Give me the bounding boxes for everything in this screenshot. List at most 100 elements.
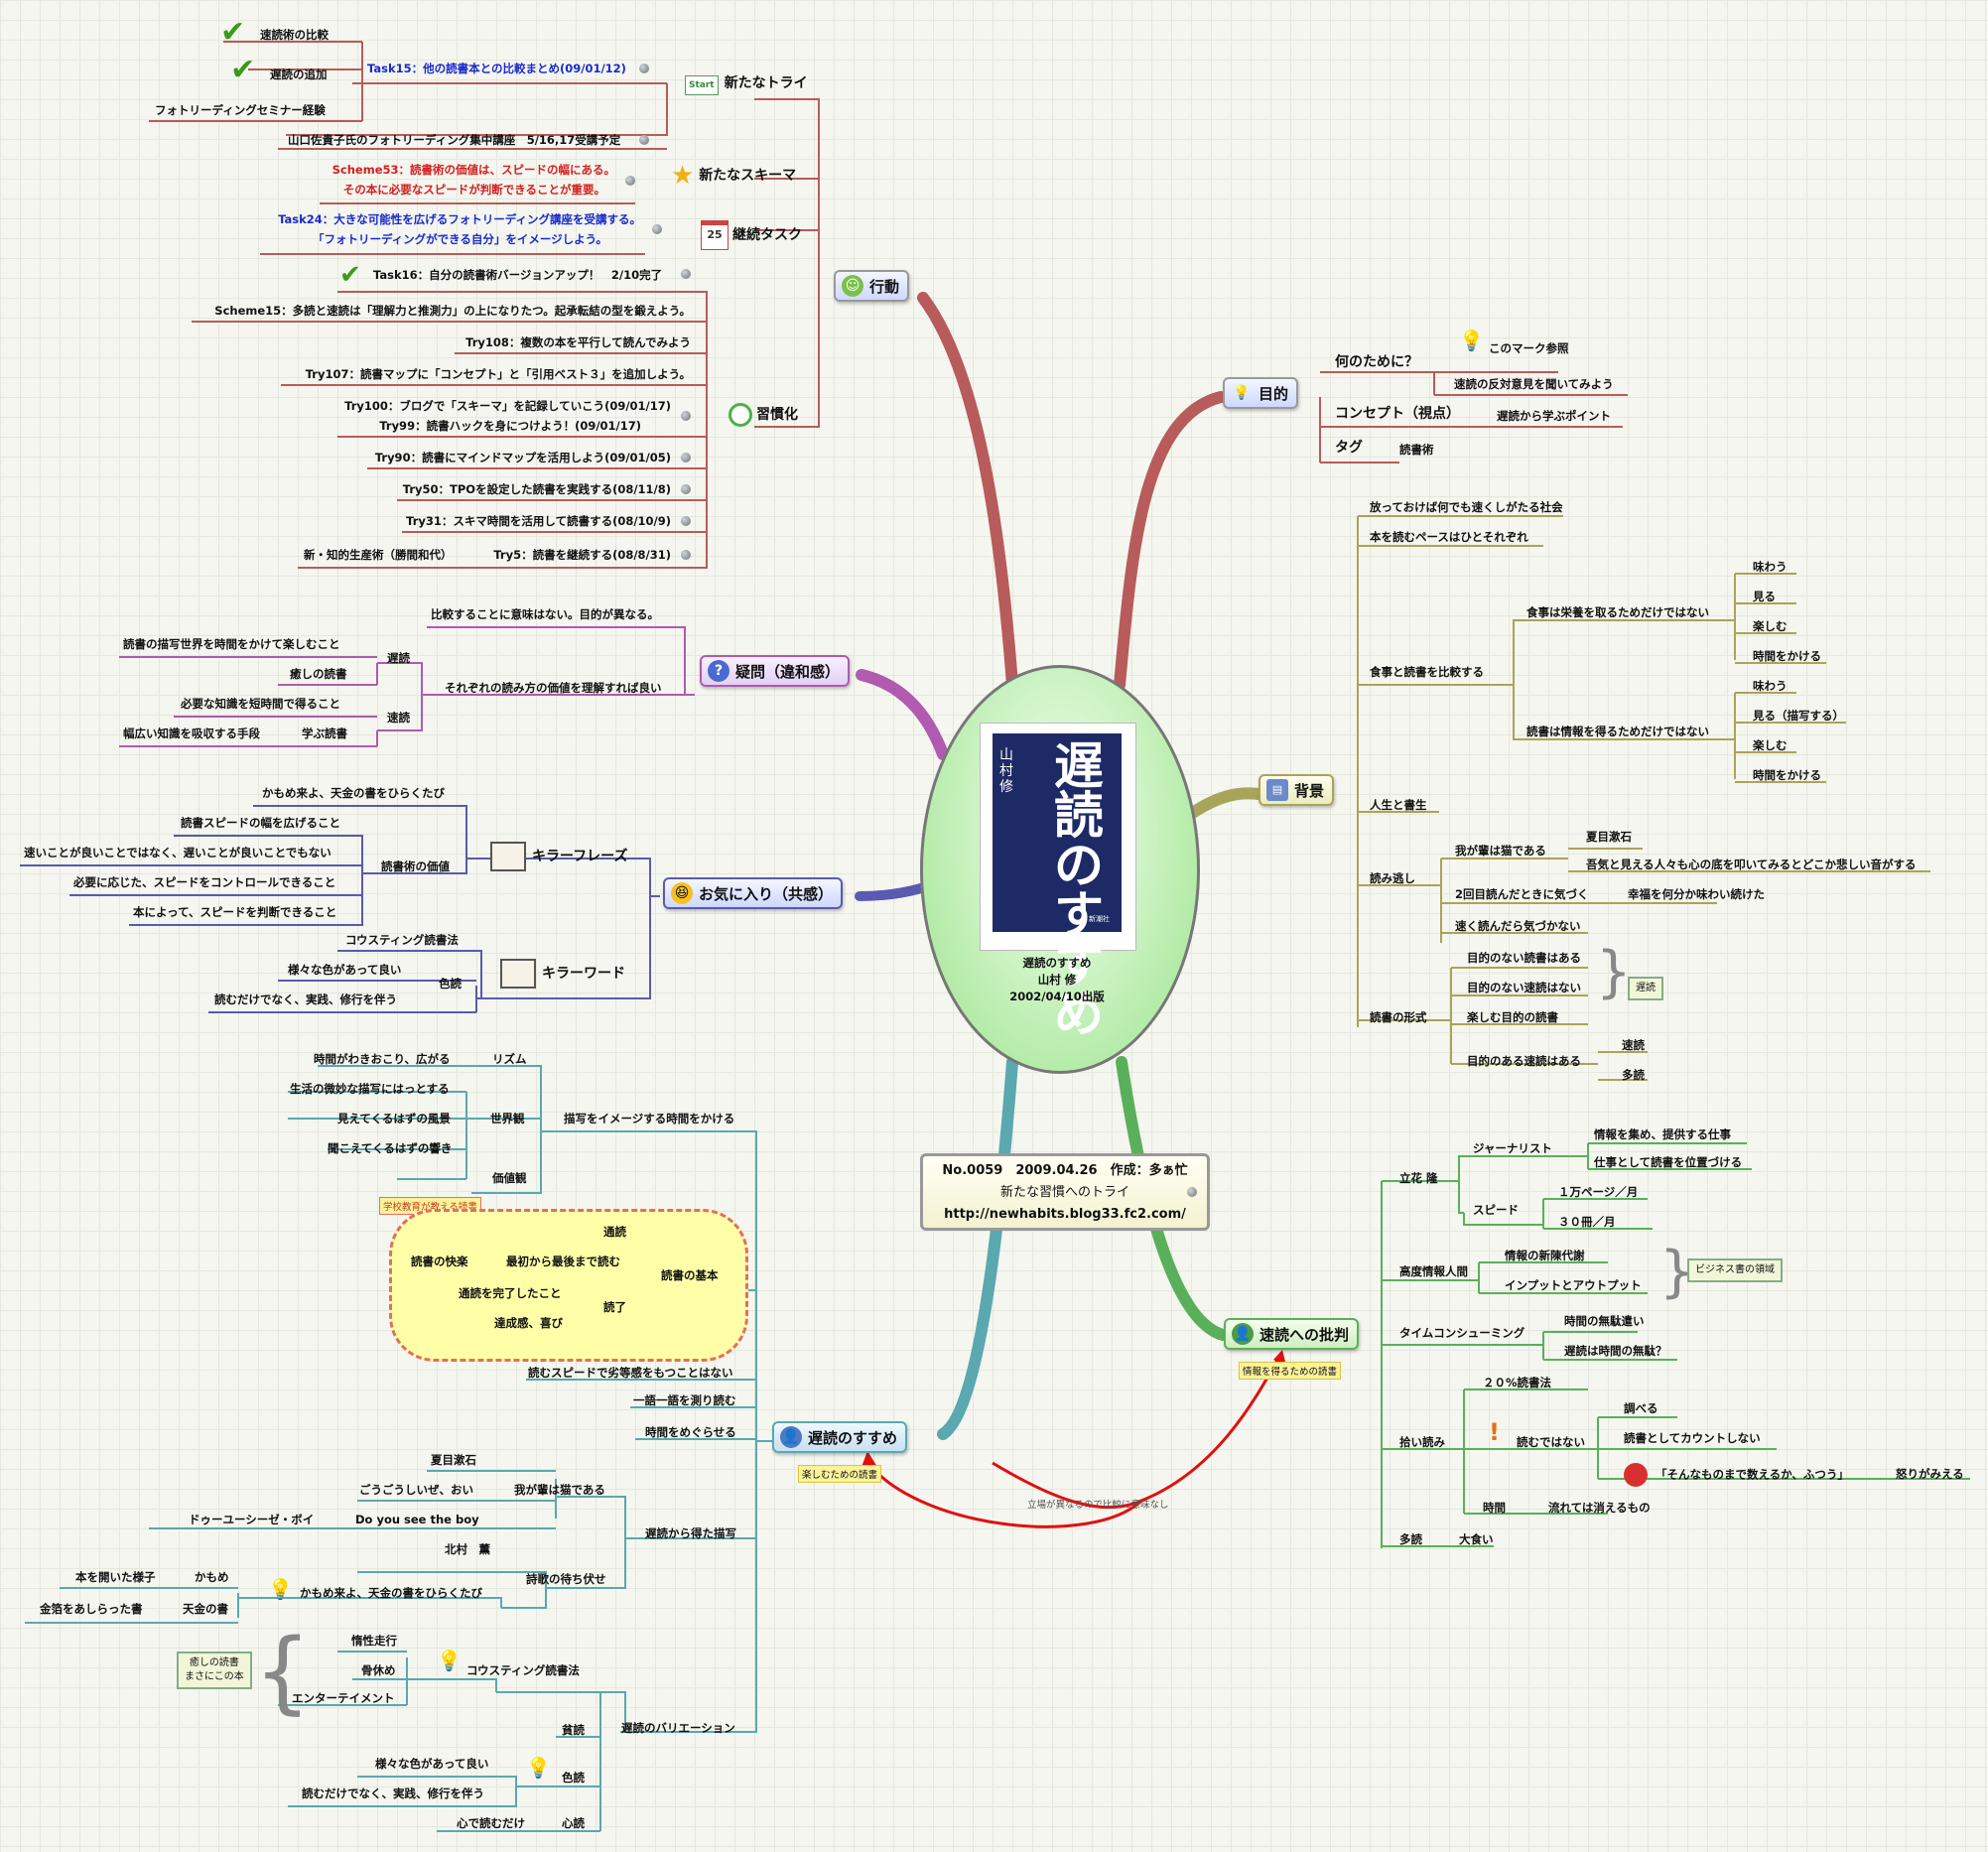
rec-think: 時間をめぐらせる: [645, 1425, 736, 1439]
globe-icon[interactable]: [625, 176, 635, 186]
topic-action[interactable]: ☺ 行動: [834, 270, 910, 302]
topic-critique[interactable]: 👤 速読への批判: [1224, 1318, 1360, 1350]
globe-icon[interactable]: [681, 269, 691, 279]
rec-heart: 心読: [562, 1816, 585, 1830]
cr-s1: １万ページ／月: [1558, 1185, 1639, 1199]
cr-j1: 情報を集め、提供する仕事: [1594, 1127, 1731, 1141]
purpose-tag-value: 読書術: [1399, 443, 1434, 457]
cr-speed: スピード: [1473, 1203, 1519, 1217]
check-icon: ✔: [230, 53, 256, 87]
topic-background-label: 背景: [1294, 781, 1325, 800]
doubt-fast-1: 必要な知識を短時間で得ること: [181, 697, 340, 711]
topic-action-label: 行動: [869, 277, 900, 296]
cr-tachibana: 立花 隆: [1399, 1171, 1438, 1185]
rec-color: 色読: [562, 1771, 585, 1785]
cr-timecon: タイムコンシューミング: [1399, 1326, 1525, 1340]
food-4: 時間をかける: [1753, 649, 1821, 663]
globe-icon[interactable]: [681, 411, 691, 421]
cr-bigeat: 大食い: [1459, 1532, 1494, 1546]
rec-desc: 遅読から得た描写: [645, 1526, 736, 1540]
rec-imagine: 描写をイメージする時間をかける: [564, 1112, 735, 1125]
doubt-slow-1: 読書の描写世界を時間をかけて楽しむこと: [123, 637, 340, 651]
habit-item-0: Task16：自分の読書術バージョンアップ！ 2/10完了: [373, 268, 663, 282]
laughing-face-icon: 😆: [671, 882, 693, 904]
habit-item-5: Try99：読書ハックを身につけよう！(09/01/17): [379, 419, 641, 433]
topic-recommend[interactable]: 👤 遅読のすすめ: [772, 1421, 908, 1453]
lightbulb-icon: 💡: [437, 1649, 462, 1672]
clock-icon: [729, 403, 752, 427]
rec-cat: 我が輩は猫である: [514, 1483, 605, 1497]
fav-value-1: 読書スピードの幅を広げること: [181, 816, 340, 830]
purpose-concept-value: 遅読から学ぶポイント: [1497, 409, 1611, 423]
topic-purpose[interactable]: 💡 目的: [1223, 377, 1299, 409]
topic-background[interactable]: ▤ 背景: [1259, 774, 1335, 806]
read-3: 楽しむ: [1753, 738, 1788, 752]
form-1: 目的のない読書はある: [1467, 951, 1581, 965]
book-title: 遅読のすすめ: [1054, 736, 1104, 1043]
caption-title: 遅読のすすめ: [1022, 956, 1092, 970]
topic-critique-label: 速読への批判: [1259, 1325, 1350, 1344]
killer-phrase-node[interactable]: キラーフレーズ: [490, 842, 627, 871]
notebook-icon: [500, 959, 536, 989]
purpose-mark: このマーク参照: [1489, 341, 1569, 355]
topic-recommend-label: 遅読のすすめ: [808, 1428, 898, 1447]
cr-angry-quote: 「そんなものまで数えるか、ふつう」: [1624, 1463, 1849, 1487]
cr-tadoku: 多読: [1399, 1532, 1422, 1546]
bg-compare: 食事と読書を比較する: [1370, 665, 1484, 679]
info-box[interactable]: No.0059 2009.04.26 作成：多ぁ忙 新たな習慣へのトライ htt…: [920, 1153, 1210, 1231]
try5-parent: 新・知的生産術（勝間和代）: [304, 548, 453, 562]
rec-kamome: かもめ来よ、天金の書をひらくたび: [300, 1586, 482, 1600]
try-sub-1: 速読術の比較: [260, 28, 329, 42]
habit-node[interactable]: 習慣化: [729, 403, 798, 427]
bg-fast-miss: 速く読んだら気づかない: [1455, 919, 1581, 933]
central-caption: 遅読のすすめ 山村 修 2002/04/10出版: [983, 955, 1131, 1005]
bg-2: 本を読むペースはひとそれぞれ: [1370, 530, 1528, 544]
person-icon: 👤: [1232, 1323, 1254, 1345]
doubt-understand: それぞれの読み方の価値を理解すれば良い: [445, 681, 662, 695]
book-publisher: 新潮社: [1089, 915, 1110, 923]
rec-rhythm-1: 時間がわきおこり、広がる: [314, 1052, 451, 1066]
cr-rule: ２０%読書法: [1483, 1376, 1552, 1389]
food-1: 味わう: [1753, 560, 1788, 574]
globe-icon[interactable]: [639, 135, 649, 145]
globe-icon[interactable]: [681, 484, 691, 494]
heal-box: 癒しの読書 まさにこの本: [177, 1652, 252, 1689]
start-icon: Start: [685, 75, 719, 95]
bg-miss: 読み逃し: [1370, 871, 1415, 885]
rec-c1: 惰性走行: [351, 1634, 397, 1648]
topic-doubt[interactable]: ? 疑問（違和感）: [700, 655, 851, 687]
purpose-concept: コンセプト（視点）: [1335, 406, 1460, 422]
food-2: 見る: [1753, 590, 1776, 603]
rec-value: 価値観: [492, 1171, 527, 1185]
topic-favorite[interactable]: 😆 お気に入り（共感）: [663, 877, 844, 909]
globe-icon[interactable]: [652, 224, 662, 234]
habit-item-2: Try108：複数の本を平行して読んでみよう: [465, 335, 691, 349]
globe-icon[interactable]: [681, 516, 691, 526]
exclamation-icon: !: [1489, 1418, 1500, 1446]
lightbulb-icon: 💡: [526, 1756, 551, 1780]
form-fast: 速読: [1622, 1038, 1645, 1052]
globe-icon[interactable]: [681, 453, 691, 463]
cr-investigate: 調べる: [1624, 1401, 1658, 1415]
killer-word-node[interactable]: キラーワード: [500, 959, 625, 989]
new-schema-node[interactable]: ★ 新たなスキーマ: [671, 161, 797, 191]
task24-l2: 「フォトリーディングができる自分」をイメージしよう。: [312, 232, 607, 246]
bg-read: 読書は情報を得るためだけではない: [1526, 725, 1709, 738]
info-globe-icon[interactable]: [1187, 1187, 1197, 1197]
rec-inferior: 読むスピードで劣等感をもつことはない: [528, 1366, 733, 1380]
rec-doyou: Do you see the boy: [355, 1513, 479, 1526]
id-card-icon: ▤: [1266, 779, 1288, 801]
habit-item-4: Try100：ブログで「スキーマ」を記録していこう(09/01/17): [344, 399, 671, 413]
globe-icon[interactable]: [681, 550, 691, 560]
branch-doubt: [856, 669, 949, 760]
lightbulb-icon: 💡: [1459, 329, 1484, 352]
info-url[interactable]: http://newhabits.blog33.fc2.com/: [944, 1207, 1186, 1222]
globe-icon[interactable]: [639, 64, 649, 73]
cr-notread: 読むではない: [1517, 1435, 1585, 1449]
rec-ach: 達成感、喜び: [494, 1316, 563, 1330]
rec-cl2: 読むだけでなく、実践、修行を伴う: [302, 1786, 484, 1800]
task15[interactable]: Task15：他の読書本との比較まとめ(09/01/12): [367, 62, 626, 75]
